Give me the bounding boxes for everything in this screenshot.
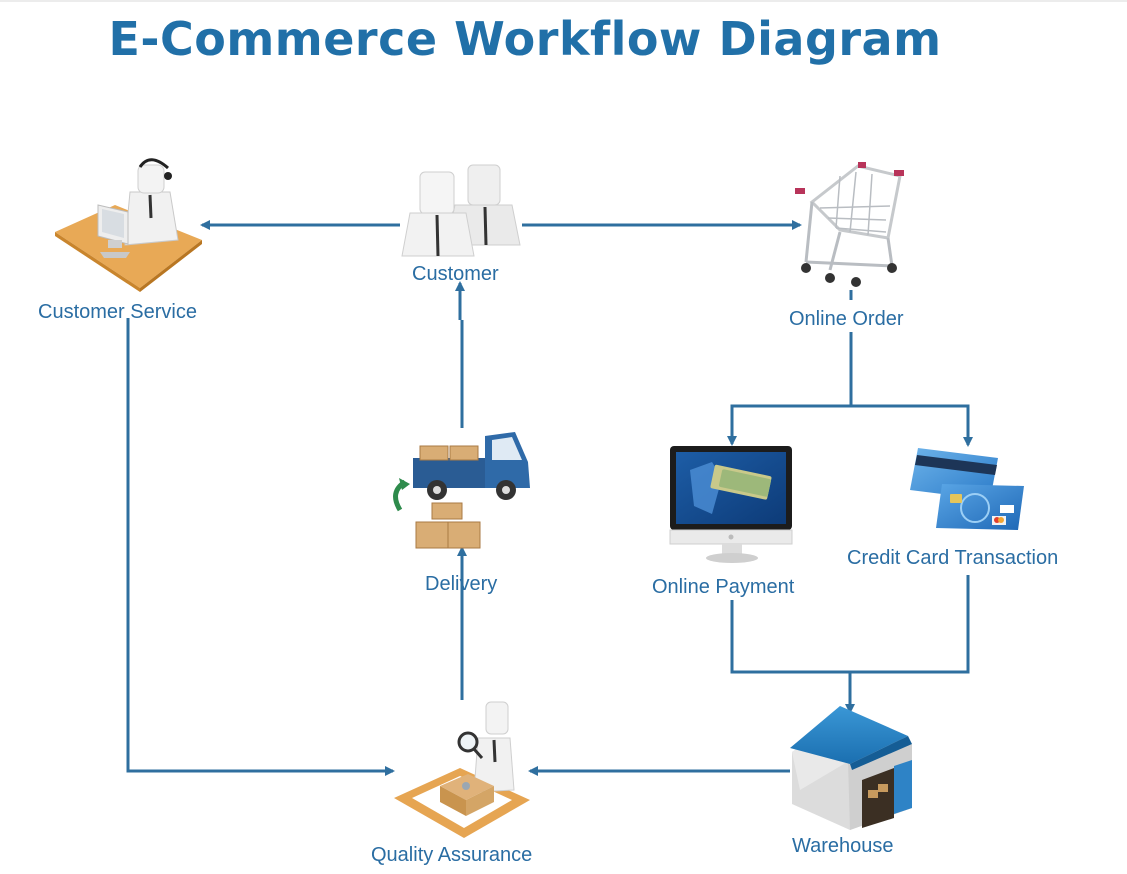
edge-order-to-card	[851, 404, 973, 447]
node-label-quality-assurance: Quality Assurance	[371, 844, 533, 866]
edge-payment-to-warehouse	[730, 600, 855, 714]
top-border	[0, 0, 1127, 2]
node-label-customer-service: Customer Service	[38, 301, 197, 323]
customers-icon	[401, 164, 521, 257]
support-agent-desk-icon	[55, 158, 202, 292]
shopping-cart-icon	[795, 162, 904, 287]
monitor-payment-icon	[669, 446, 793, 563]
inspector-icon	[394, 701, 530, 838]
edge-order-split	[732, 290, 853, 444]
node-label-customer: Customer	[412, 263, 499, 285]
edge-service-to-qa	[126, 318, 395, 776]
node-label-online-payment: Online Payment	[652, 576, 795, 598]
edge-card-to-warehouse	[850, 575, 970, 674]
node-label-warehouse: Warehouse	[792, 835, 894, 857]
delivery-truck-icon	[393, 432, 530, 549]
page-title: E-Commerce Workflow Diagram	[108, 12, 942, 66]
node-label-online-order: Online Order	[789, 308, 904, 330]
node-label-delivery: Delivery	[425, 573, 498, 595]
credit-cards-icon	[910, 448, 1024, 530]
warehouse-icon	[790, 706, 912, 830]
edge-delivery-to-customer	[460, 283, 462, 428]
node-label-credit-card-transaction: Credit Card Transaction	[847, 547, 1059, 569]
